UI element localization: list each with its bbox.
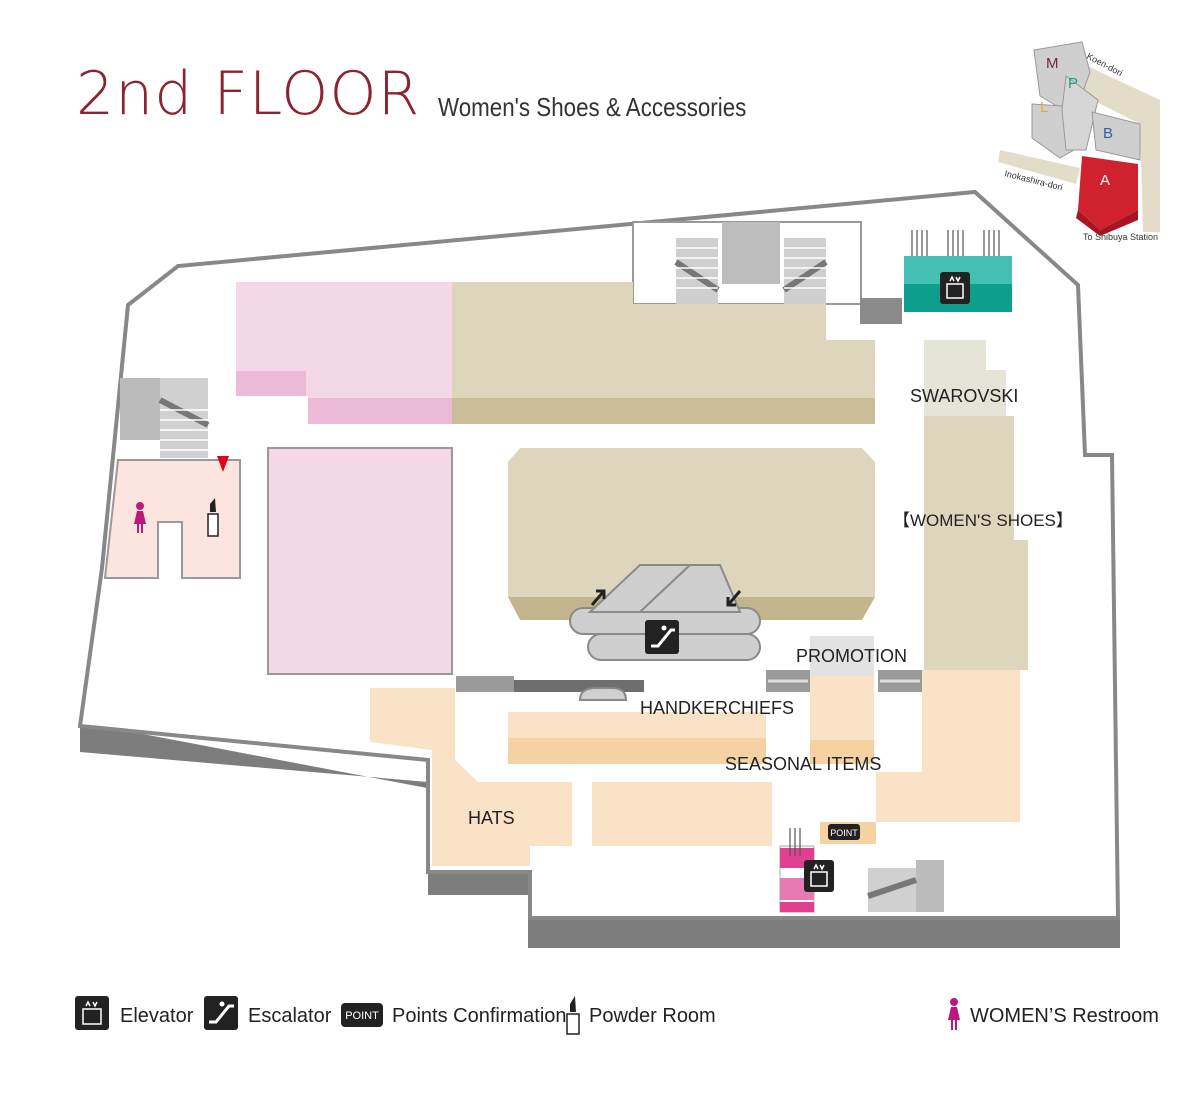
powder-room-icon xyxy=(207,498,219,537)
page-title: 2nd FLOOR xyxy=(76,59,421,129)
label-hats: HATS xyxy=(468,808,515,828)
locator-station: To Shibuya Station xyxy=(1083,232,1158,242)
elevator-icon-top xyxy=(940,272,970,304)
bottom-right-stairs xyxy=(867,860,944,912)
locator-building-m: M xyxy=(1046,55,1059,72)
locator-map: M P L B A Koen-dori Inokashira-dori To S… xyxy=(998,41,1160,242)
right-shoes-zone xyxy=(876,340,1028,822)
legend-powder-room-icon xyxy=(566,996,580,1035)
legend-escalator-label: Escalator xyxy=(248,1005,332,1027)
legend-restroom-icon xyxy=(948,998,960,1030)
label-promotion: PROMOTION xyxy=(796,646,907,666)
locator-building-p: P xyxy=(1068,75,1078,92)
restroom-area xyxy=(103,456,241,579)
womens-restroom-icon xyxy=(134,502,146,533)
label-swarovski: SWAROVSKI xyxy=(910,386,1018,406)
legend: Elevator Escalator POINT Points Confirma… xyxy=(75,996,1159,1035)
locator-building-a: A xyxy=(1100,172,1110,189)
legend-points-label: Points Confirmation xyxy=(392,1005,567,1027)
hats-zone xyxy=(370,688,572,866)
locator-building-b: B xyxy=(1103,125,1113,142)
label-handkerchiefs: HANDKERCHIEFS xyxy=(640,698,794,718)
label-seasonal-items: SEASONAL ITEMS xyxy=(725,754,881,774)
legend-elevator-icon xyxy=(75,996,109,1030)
legend-powder-room-label: Powder Room xyxy=(589,1005,716,1027)
escalator-down-arrow xyxy=(726,590,742,607)
point-badge-map: POINT xyxy=(828,824,860,840)
label-womens-shoes: 【WOMEN'S SHOES】 xyxy=(893,511,1073,530)
legend-escalator-icon xyxy=(204,996,238,1030)
pink-zone-upper xyxy=(236,282,452,424)
page-subtitle: Women's Shoes & Accessories xyxy=(438,92,747,122)
top-stairs xyxy=(632,221,862,305)
legend-elevator-label: Elevator xyxy=(120,1005,194,1027)
legend-point-badge: POINT xyxy=(341,1003,383,1027)
elevator-block-top xyxy=(860,230,1012,324)
beige-zone-upper xyxy=(452,282,875,424)
lower-center-zone xyxy=(592,782,772,846)
svg-text:POINT: POINT xyxy=(830,828,858,838)
promotion-area xyxy=(766,636,922,764)
elevator-icon-bottom xyxy=(804,860,834,892)
escalator-icon xyxy=(645,620,679,654)
svg-text:POINT: POINT xyxy=(345,1010,379,1022)
locator-building-l: L xyxy=(1040,99,1048,116)
left-stairs xyxy=(120,378,210,458)
pink-zone-lower xyxy=(267,447,453,675)
escalator-up-arrow xyxy=(590,589,606,606)
handkerchiefs-zone xyxy=(456,676,766,764)
legend-restroom-label: WOMEN’S Restroom xyxy=(970,1005,1159,1027)
